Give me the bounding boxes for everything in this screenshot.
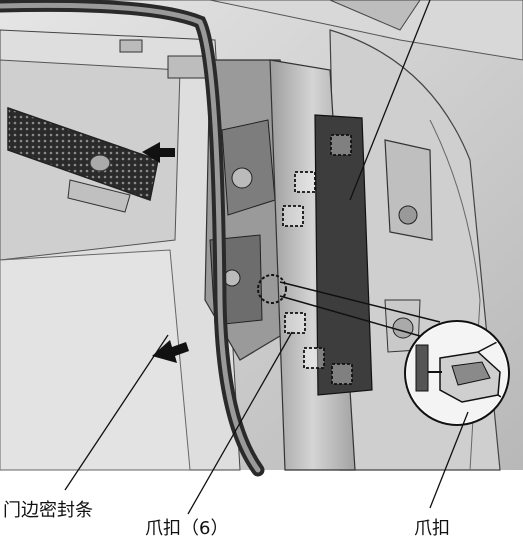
clip-marker (282, 205, 304, 227)
leader-lines (64, 0, 469, 515)
clip-marker (303, 347, 325, 369)
clip-markers (282, 134, 353, 385)
arrow-left-icon (142, 142, 175, 163)
clips-count-label: 爪扣（6） (145, 518, 229, 539)
clip-marker (330, 134, 352, 156)
clip-label: 爪扣 (414, 518, 450, 539)
arrow-down-left-icon (152, 340, 189, 363)
highlighted-clip-circle (257, 274, 287, 304)
leader-line-top (349, 0, 431, 201)
clip-marker (284, 312, 306, 334)
leader-line-clip6 (187, 331, 293, 515)
vehicle-scene (0, 0, 523, 471)
door-edge-seal-label: 门边密封条 (3, 500, 93, 521)
clip-marker (294, 171, 316, 193)
clip-marker (331, 363, 353, 385)
magnifier-circle-icon (404, 320, 510, 426)
leader-line-clip (429, 411, 469, 509)
door-edge-seal (0, 0, 265, 477)
leader-line-seal (64, 334, 169, 491)
magnifier-connector (279, 281, 441, 337)
